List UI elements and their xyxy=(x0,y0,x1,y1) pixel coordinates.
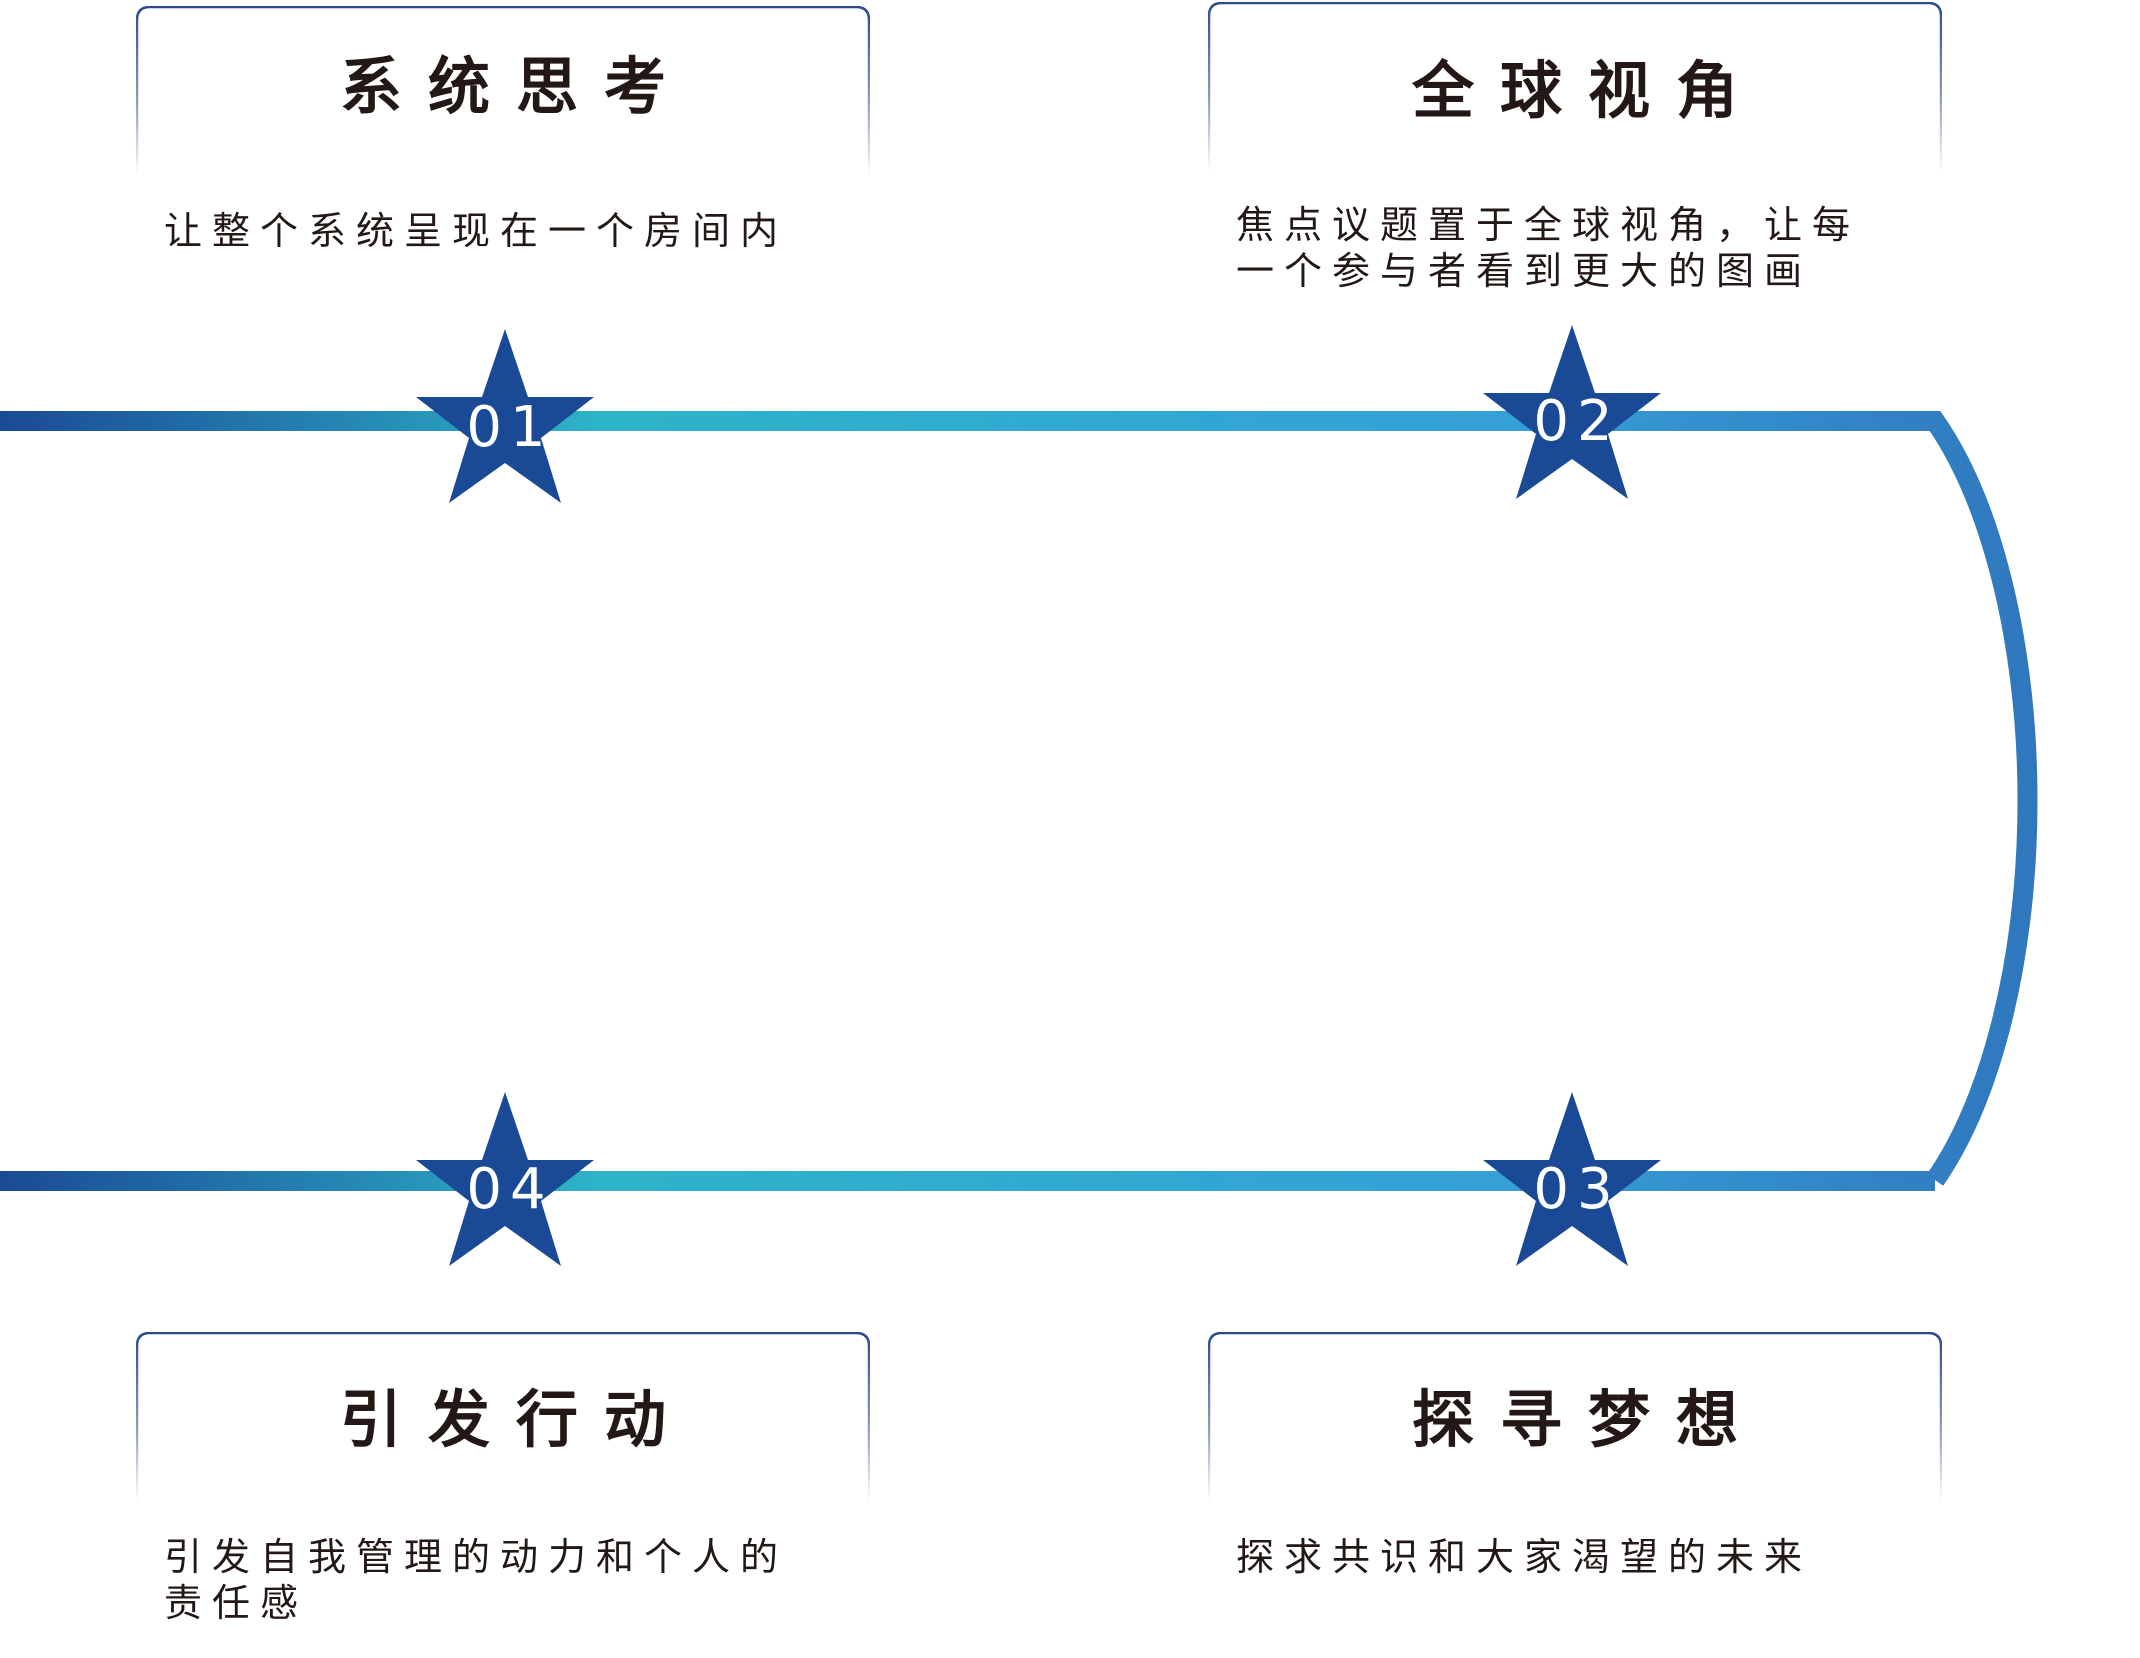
step-description-04: 引发自我管理的动力和个人的 责任感 xyxy=(164,1534,924,1626)
description-line: 一个参与者看到更大的图画 xyxy=(1236,249,1813,293)
step-card-01: 系统思考 xyxy=(136,6,870,176)
description-line: 让整个系统呈现在一个房间内 xyxy=(164,209,789,253)
step-card-04: 引发行动 xyxy=(136,1332,870,1502)
star-icon-01 xyxy=(416,329,594,503)
step-number-02: 02 xyxy=(1533,389,1621,454)
description-line: 焦点议题置于全球视角，让每 xyxy=(1236,203,1861,247)
step-title-04: 引发行动 xyxy=(339,1383,692,1456)
step-description-01: 让整个系统呈现在一个房间内 xyxy=(164,208,924,254)
card-frame xyxy=(136,6,870,176)
step-number-01: 01 xyxy=(466,395,554,460)
step-number-03: 03 xyxy=(1533,1157,1621,1222)
star-icon-03 xyxy=(1483,1092,1661,1266)
step-card-03: 探寻梦想 xyxy=(1208,1332,1942,1502)
star-icon-02 xyxy=(1483,325,1661,499)
card-frame xyxy=(136,1332,870,1502)
step-title-02: 全球视角 xyxy=(1411,54,1764,127)
step-card-02: 全球视角 xyxy=(1208,2,1942,172)
description-line: 责任感 xyxy=(164,1581,309,1625)
description-line: 探求共识和大家渴望的未来 xyxy=(1236,1535,1813,1579)
step-title-01: 系统思考 xyxy=(339,50,692,123)
card-frame xyxy=(1208,2,1942,172)
step-number-04: 04 xyxy=(466,1157,554,1222)
star-icon-04 xyxy=(416,1092,594,1266)
flow-line-top xyxy=(0,411,2038,1186)
step-description-03: 探求共识和大家渴望的未来 xyxy=(1236,1534,1996,1580)
card-frame xyxy=(1208,1332,1942,1502)
description-line: 引发自我管理的动力和个人的 xyxy=(164,1535,789,1579)
step-title-03: 探寻梦想 xyxy=(1411,1383,1764,1456)
step-description-02: 焦点议题置于全球视角，让每 一个参与者看到更大的图画 xyxy=(1236,202,1996,294)
